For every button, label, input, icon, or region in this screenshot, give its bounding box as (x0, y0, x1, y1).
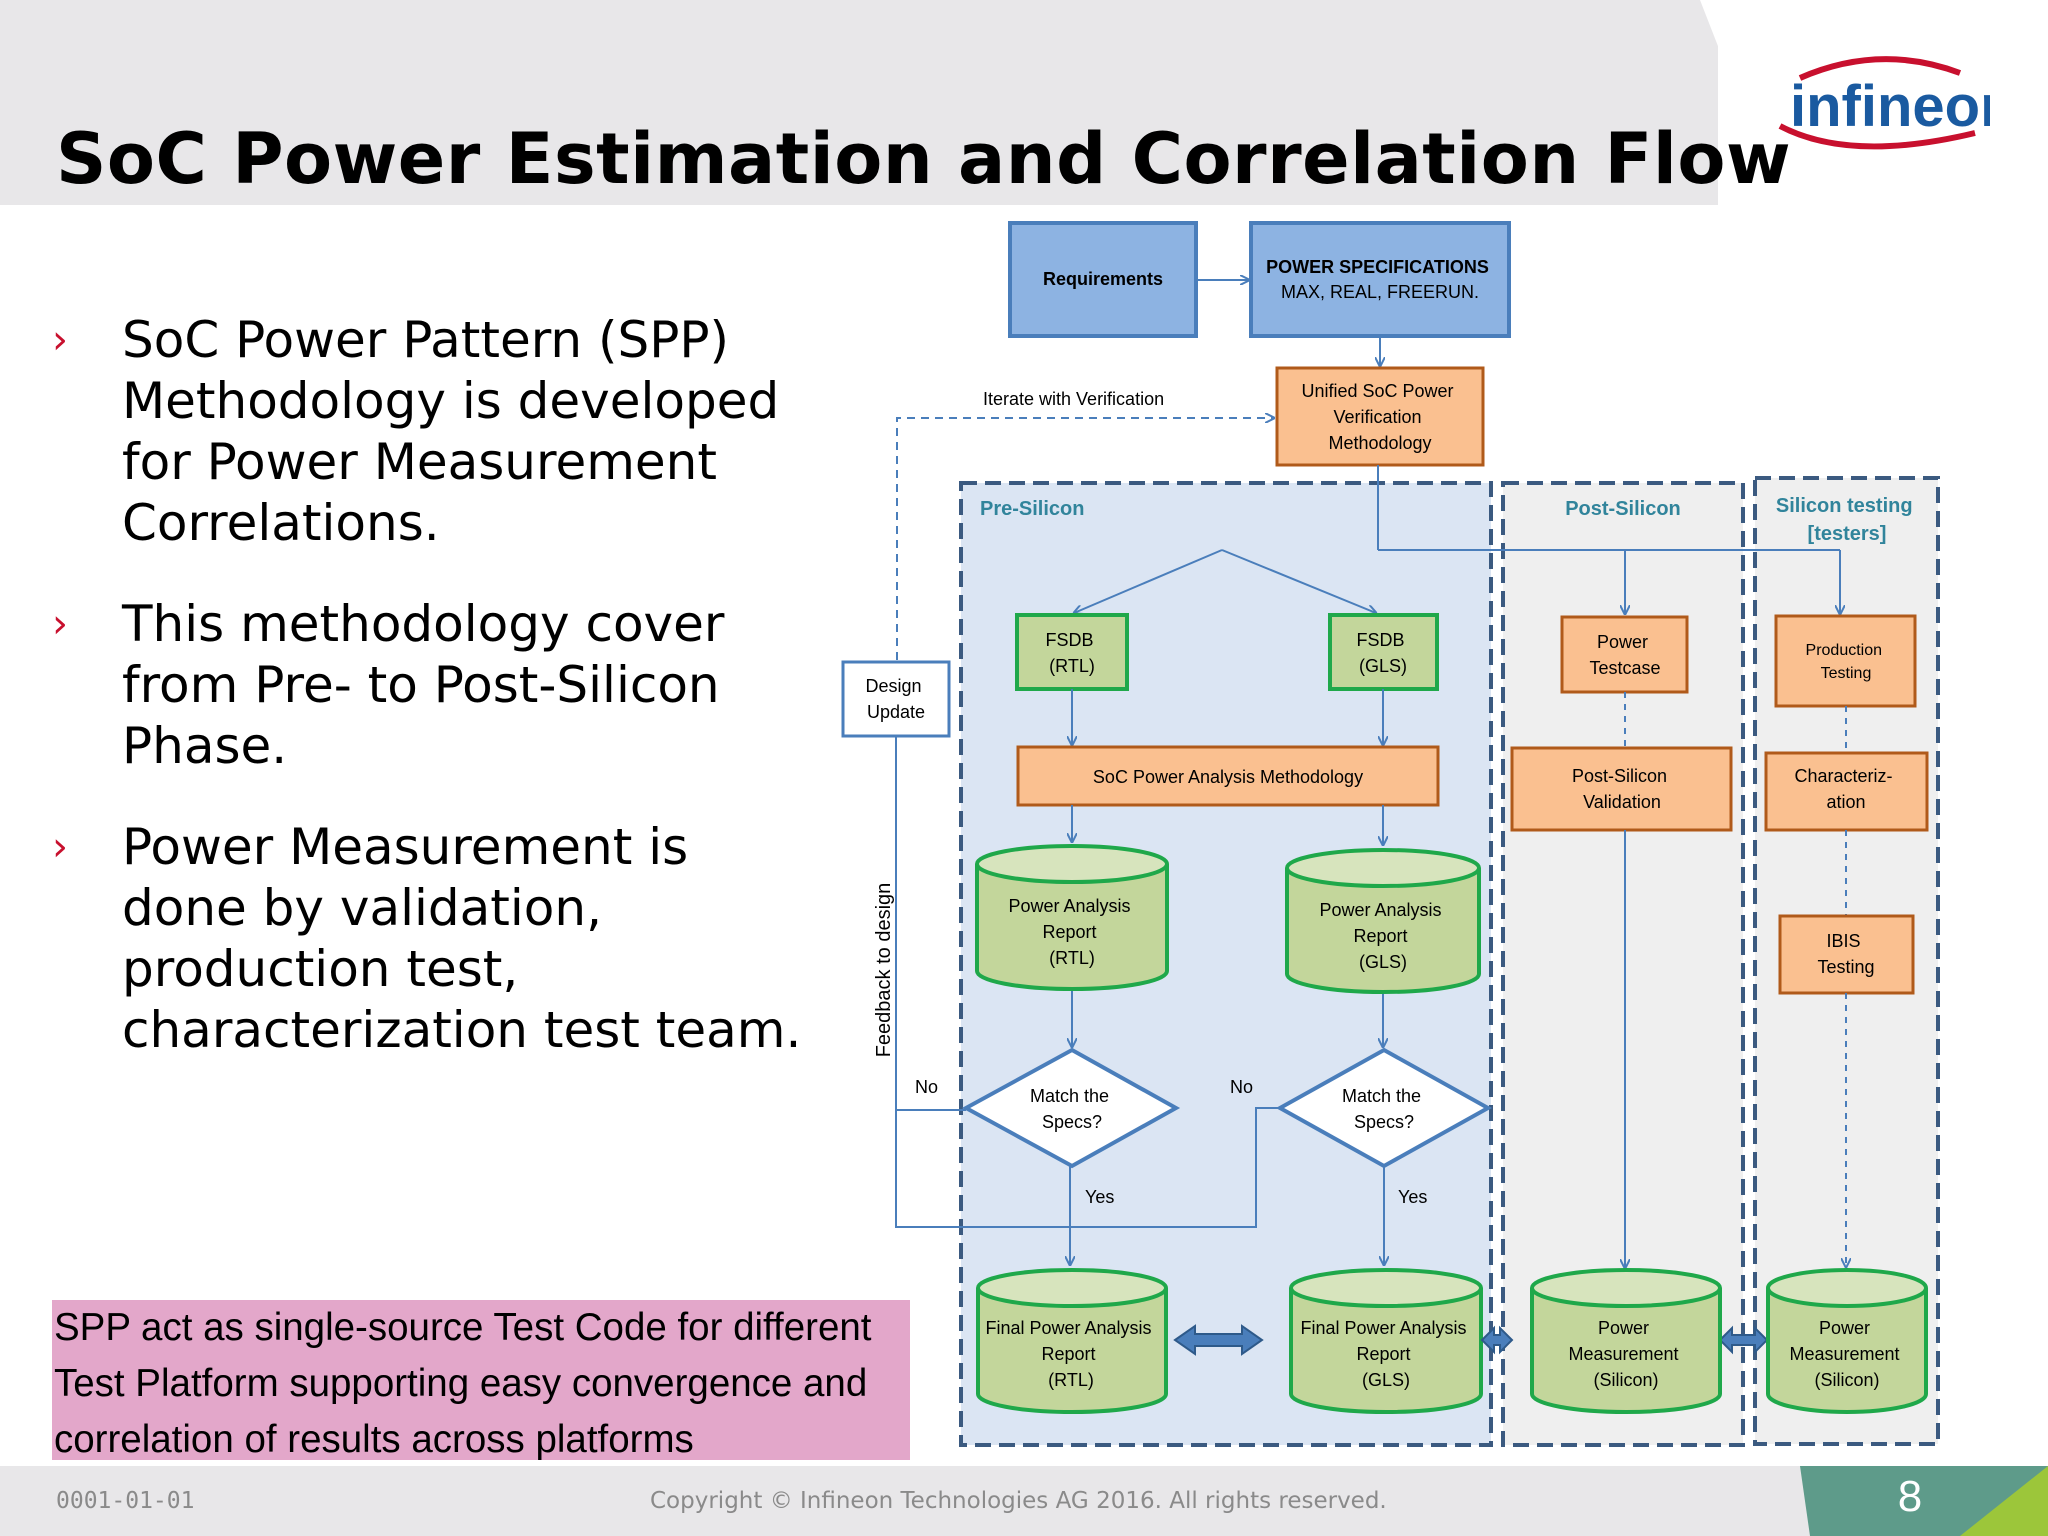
fsdb-gls-label: FSDB (GLS) (1356, 630, 1409, 676)
note-line: SPP act as single-source Test Code for d… (54, 1306, 872, 1349)
bullet-item: › Power Measurement is done by validation… (52, 817, 812, 1061)
yes-label-gls: Yes (1398, 1187, 1427, 1207)
par-gls-cylinder: Power Analysis Report (GLS) (1285, 848, 1481, 994)
page-number: 8 (1897, 1472, 1923, 1521)
feedback-label: Feedback to design (873, 883, 895, 1058)
bullet-text: Power Measurement is done by validation,… (122, 818, 802, 1059)
final-rtl-label: Final Power Analysis Report (RTL) (985, 1318, 1156, 1390)
logo-wordmark: infineon (1790, 74, 1990, 139)
note-line: correlation of results across platforms (54, 1418, 694, 1461)
fsdb-gls-box (1328, 613, 1439, 691)
no-label-gls: No (1230, 1077, 1253, 1097)
soc-analysis-box (1016, 745, 1440, 807)
design-update-box (841, 660, 951, 738)
post-silicon-label: Post-Silicon (1565, 498, 1681, 520)
unified-methodology-box (1275, 366, 1485, 467)
slide-title: SoC Power Estimation and Correlation Flo… (56, 118, 1792, 200)
requirements-label: Requirements (1043, 269, 1163, 289)
final-rtl-cylinder: Final Power Analysis Report (RTL) (976, 1268, 1168, 1414)
ibis-testing-label: IBIS Testing (1817, 931, 1874, 977)
production-testing-label: Production Testing (1806, 642, 1887, 682)
par-rtl-cylinder: Power Analysis Report (RTL) (975, 844, 1169, 991)
feedback-path-rtl (895, 736, 966, 1111)
pm-silicon-testers-label: Power Measurement (Silicon) (1789, 1318, 1904, 1390)
bullet-marker-icon: › (52, 317, 68, 363)
characterization-label: Characteriz- ation (1794, 766, 1897, 812)
branch-right (1221, 549, 1376, 613)
requirements-box (1008, 221, 1198, 338)
pre-silicon-label: Pre-Silicon (980, 498, 1084, 520)
post-validation-label: Post-Silicon Validation (1572, 766, 1672, 812)
pm-silicon-validation-cylinder: Power Measurement (Silicon) (1530, 1268, 1722, 1414)
power-specs-label: POWER SPECIFICATIONS MAX, REAL, FREERUN. (1266, 257, 1494, 302)
bullet-item: › This methodology cover from Pre- to Pos… (52, 594, 812, 777)
fsdb-rtl-label: FSDB (RTL) (1045, 630, 1098, 676)
iterate-dashed-arrow (896, 418, 1274, 660)
bullet-item: › SoC Power Pattern (SPP) Methodology is … (52, 310, 812, 554)
par-rtl-label: Power Analysis Report (RTL) (1008, 896, 1135, 968)
decision-rtl-label: Match the Specs? (1030, 1086, 1114, 1132)
power-testcase-box (1560, 615, 1689, 694)
final-gls-cylinder: Final Power Analysis Report (GLS) (1289, 1268, 1483, 1414)
bullet-marker-icon: › (52, 824, 68, 870)
iterate-label: Iterate with Verification (983, 389, 1164, 409)
design-update-label: Design Update (865, 676, 926, 722)
ibis-testing-box (1778, 914, 1915, 995)
yes-label-rtl: Yes (1085, 1187, 1114, 1207)
no-label-rtl: No (915, 1077, 938, 1097)
pm-silicon-testers-cylinder: Power Measurement (Silicon) (1766, 1268, 1928, 1414)
power-testcase-label: Power Testcase (1589, 632, 1660, 678)
footer-band (0, 1466, 2048, 1536)
bullet-text: This methodology cover from Pre- to Post… (122, 595, 725, 775)
par-gls-label: Power Analysis Report (GLS) (1319, 900, 1446, 972)
bullet-marker-icon: › (52, 601, 68, 647)
footer-copyright: Copyright © Infineon Technologies AG 201… (650, 1488, 1387, 1514)
production-testing-box (1774, 614, 1917, 708)
infineon-logo: infineon (1778, 56, 1990, 150)
header-logo-area (1718, 0, 2048, 205)
final-gls-label: Final Power Analysis Report (GLS) (1300, 1318, 1471, 1390)
highlight-note: SPP act as single-source Test Code for d… (52, 1300, 910, 1461)
double-arrow-rtl-gls (1173, 1324, 1264, 1356)
power-specs-box (1249, 221, 1511, 338)
page-number-badge (1800, 1466, 2048, 1536)
silicon-testing-label: Silicon testing [testers] (1776, 495, 1918, 545)
pm-silicon-validation-label: Power Measurement (Silicon) (1568, 1318, 1683, 1390)
bullet-text: SoC Power Pattern (SPP) Methodology is d… (122, 311, 780, 552)
bullet-list: › SoC Power Pattern (SPP) Methodology is … (52, 310, 812, 1101)
branch-left (1074, 549, 1223, 613)
unified-methodology-label: Unified SoC Power Verification Methodolo… (1301, 381, 1458, 453)
soc-analysis-label: SoC Power Analysis Methodology (1093, 767, 1363, 787)
double-arrow-gls-validation (1480, 1325, 1514, 1355)
note-line: Test Platform supporting easy convergenc… (54, 1362, 868, 1405)
footer-date: 0001-01-01 (56, 1488, 195, 1514)
flow-diagram: Pre-Silicon Post-Silicon Silicon testing… (841, 221, 1940, 1447)
decision-gls-label: Match the Specs? (1342, 1086, 1426, 1132)
decision-rtl (961, 1047, 1181, 1169)
post-validation-box (1510, 746, 1733, 832)
feedback-path-gls (895, 1107, 1280, 1228)
fsdb-rtl-box (1015, 613, 1129, 691)
